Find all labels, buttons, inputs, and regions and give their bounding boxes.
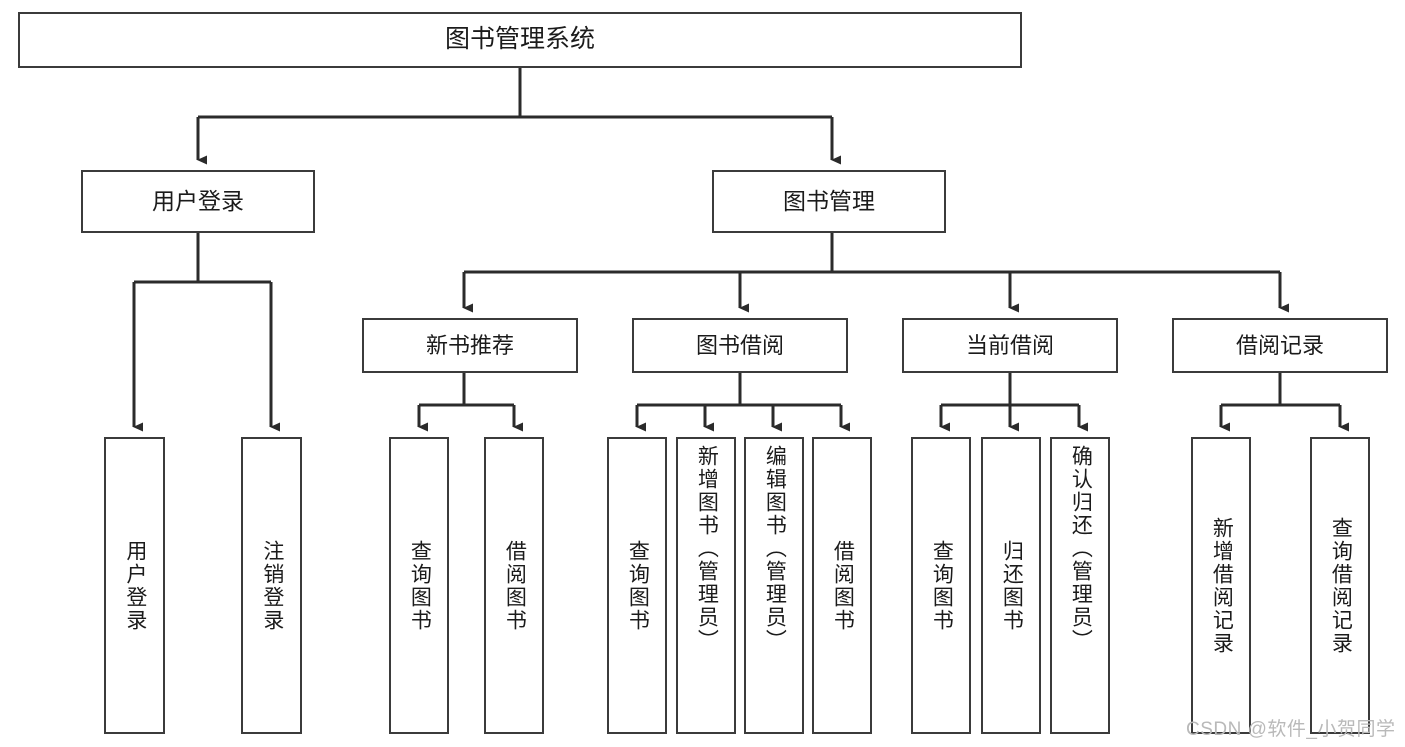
node-leaf-query-record[interactable]: 查询借阅记录 <box>1310 437 1370 734</box>
node-leaf-query-record-label: 查询借阅记录 <box>1329 516 1353 655</box>
node-leaf-query-book-1[interactable]: 查询图书 <box>389 437 449 734</box>
node-current-borrow[interactable]: 当前借阅 <box>902 318 1118 373</box>
node-leaf-add-record-label: 新增借阅记录 <box>1210 516 1234 655</box>
node-leaf-query-book-2[interactable]: 查询图书 <box>607 437 667 734</box>
node-leaf-return-book[interactable]: 归还图书 <box>981 437 1041 734</box>
node-leaf-query-book-3[interactable]: 查询图书 <box>911 437 971 734</box>
node-leaf-user-login[interactable]: 用户登录 <box>104 437 165 734</box>
node-root-label: 图书管理系统 <box>444 25 595 54</box>
node-new-book-recommend-label: 新书推荐 <box>425 332 514 358</box>
node-leaf-query-book-1-label: 查询图书 <box>408 539 432 632</box>
node-leaf-borrow-book-1-label: 借阅图书 <box>503 539 527 632</box>
node-current-borrow-label: 当前借阅 <box>965 332 1054 358</box>
node-leaf-add-book-label: 新增图书（管理员） <box>695 445 719 652</box>
node-leaf-return-book-label: 归还图书 <box>1000 539 1024 632</box>
node-leaf-borrow-book-2[interactable]: 借阅图书 <box>812 437 872 734</box>
node-leaf-confirm-return-label: 确认归还（管理员） <box>1069 445 1093 652</box>
node-book-borrow[interactable]: 图书借阅 <box>632 318 848 373</box>
node-leaf-user-login-label: 用户登录 <box>123 539 147 632</box>
node-leaf-edit-book-label: 编辑图书（管理员） <box>763 445 787 652</box>
node-borrow-record[interactable]: 借阅记录 <box>1172 318 1388 373</box>
node-leaf-query-book-3-label: 查询图书 <box>930 539 954 632</box>
node-book-management-label: 图书管理 <box>783 187 875 214</box>
node-leaf-add-record[interactable]: 新增借阅记录 <box>1191 437 1251 734</box>
node-root[interactable]: 图书管理系统 <box>18 12 1022 68</box>
node-book-management[interactable]: 图书管理 <box>712 170 946 233</box>
node-leaf-query-book-2-label: 查询图书 <box>626 539 650 632</box>
node-leaf-logout-login[interactable]: 注销登录 <box>241 437 302 734</box>
node-borrow-record-label: 借阅记录 <box>1235 332 1324 358</box>
node-leaf-borrow-book-2-label: 借阅图书 <box>831 539 855 632</box>
node-leaf-logout-login-label: 注销登录 <box>260 539 284 632</box>
node-user-login-label: 用户登录 <box>152 187 244 214</box>
node-leaf-borrow-book-1[interactable]: 借阅图书 <box>484 437 544 734</box>
node-new-book-recommend[interactable]: 新书推荐 <box>362 318 578 373</box>
csdn-watermark: CSDN @软件_小贺同学 <box>1186 719 1396 740</box>
node-user-login[interactable]: 用户登录 <box>81 170 315 233</box>
node-leaf-edit-book[interactable]: 编辑图书（管理员） <box>744 437 804 734</box>
node-book-borrow-label: 图书借阅 <box>695 332 784 358</box>
node-leaf-confirm-return[interactable]: 确认归还（管理员） <box>1050 437 1110 734</box>
node-leaf-add-book[interactable]: 新增图书（管理员） <box>676 437 736 734</box>
